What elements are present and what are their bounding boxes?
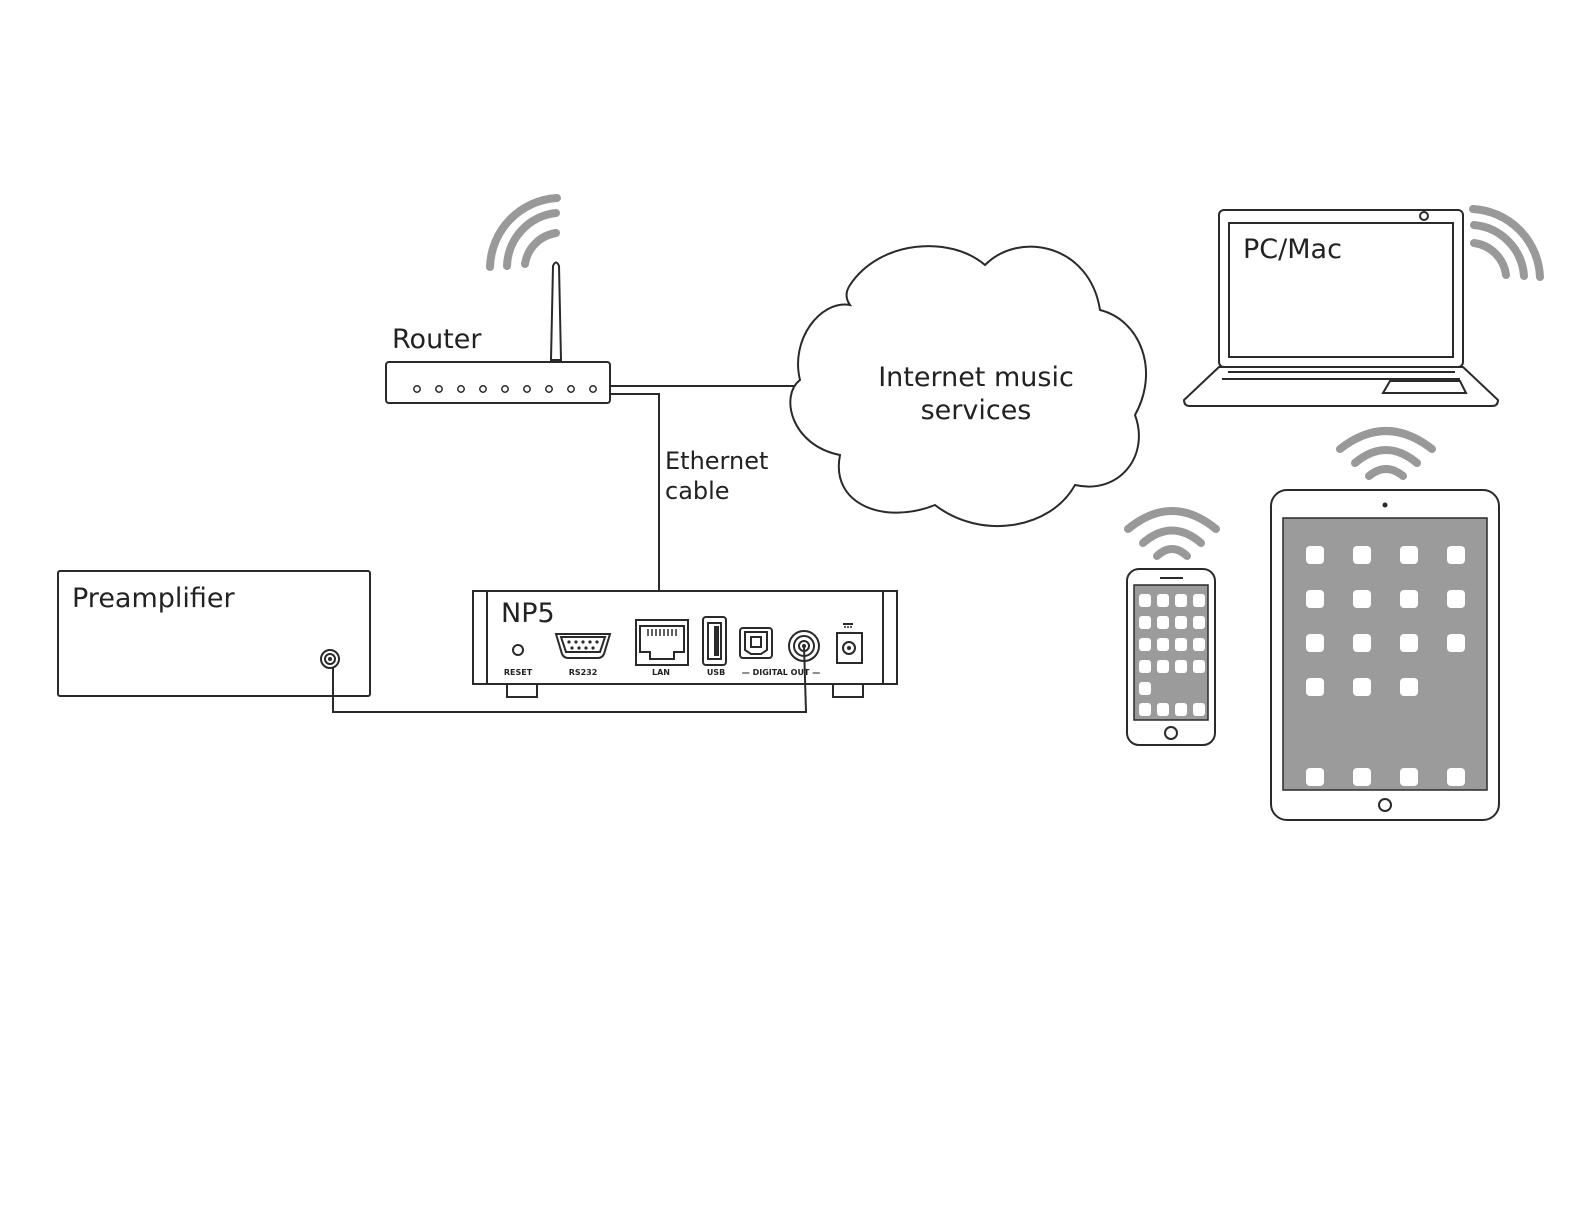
reset-port-label: RESET (504, 668, 533, 677)
wifi-icon (1340, 431, 1432, 476)
tablet-app-icon (1400, 678, 1418, 696)
phone-app-icon (1175, 660, 1187, 673)
phone-app-icon (1139, 682, 1151, 695)
phone-app-icon (1193, 594, 1205, 607)
rs232-port (556, 634, 610, 658)
router-led (458, 386, 464, 392)
tablet-app-icon (1306, 678, 1324, 696)
wifi-icon (1128, 511, 1216, 556)
tablet-app-icon (1400, 634, 1418, 652)
phone-app-icon (1139, 594, 1151, 607)
digital-out-label: — DIGITAL OUT — (742, 668, 820, 677)
ethernet-label-line2: cable (665, 477, 730, 505)
phone-app-icon (1175, 616, 1187, 629)
phone-app-icon (1193, 616, 1205, 629)
phone-app-icon (1175, 703, 1187, 716)
tablet-dock-icon (1353, 768, 1371, 786)
phone-app-icon (1139, 638, 1151, 651)
router-led (436, 386, 442, 392)
ethernet-label-line1: Ethernet (665, 447, 768, 475)
router-led (480, 386, 486, 392)
tablet-app-icon (1353, 634, 1371, 652)
tablet-icon (1271, 490, 1499, 820)
router-led (524, 386, 530, 392)
router-led (568, 386, 574, 392)
router-led (414, 386, 420, 392)
phone-app-icon (1157, 616, 1169, 629)
tablet-app-icon (1447, 590, 1465, 608)
rs232-port-label: RS232 (569, 668, 598, 677)
tablet-dock-icon (1400, 768, 1418, 786)
lan-port-label: LAN (652, 668, 670, 677)
tablet-app-icon (1306, 590, 1324, 608)
tablet-app-icon (1353, 590, 1371, 608)
phone-app-icon (1193, 638, 1205, 651)
router-led (502, 386, 508, 392)
phone-app-icon (1193, 660, 1205, 673)
lan-port (636, 620, 688, 665)
phone-app-icon (1157, 660, 1169, 673)
tablet-app-icon (1353, 678, 1371, 696)
phone-app-icon (1175, 594, 1187, 607)
tablet-app-icon (1353, 546, 1371, 564)
tablet-app-icon (1400, 546, 1418, 564)
phone-app-icon (1175, 638, 1187, 651)
tablet-app-icon (1447, 634, 1465, 652)
router-led (590, 386, 596, 392)
router-led (546, 386, 552, 392)
wifi-icon (490, 198, 557, 267)
pc-mac-label: PC/Mac (1243, 234, 1342, 265)
preamp-coax-input (321, 650, 339, 668)
tablet-app-icon (1306, 546, 1324, 564)
wifi-icon (1473, 209, 1540, 277)
phone-app-icon (1139, 616, 1151, 629)
np5-label: NP5 (501, 598, 555, 629)
cloud-label-line2: services (921, 395, 1032, 426)
phone-icon (1127, 569, 1215, 745)
usb-port (703, 617, 726, 665)
cloud-label-line1: Internet music (878, 362, 1074, 393)
phone-app-icon (1193, 703, 1205, 716)
tablet-app-icon (1400, 590, 1418, 608)
tablet-dock-icon (1306, 768, 1324, 786)
preamplifier-label: Preamplifier (72, 583, 236, 614)
router-leds (414, 386, 596, 392)
phone-app-icon (1139, 660, 1151, 673)
phone-app-icon (1139, 703, 1151, 716)
optical-port (740, 628, 772, 658)
tablet-app-icon (1306, 634, 1324, 652)
usb-port-label: USB (707, 668, 725, 677)
phone-app-icon (1157, 638, 1169, 651)
tablet-app-icon (1447, 546, 1465, 564)
reset-button (513, 645, 523, 655)
phone-app-icon (1157, 594, 1169, 607)
router-label: Router (392, 324, 482, 355)
phone-app-icon (1157, 703, 1169, 716)
tablet-dock-icon (1447, 768, 1465, 786)
